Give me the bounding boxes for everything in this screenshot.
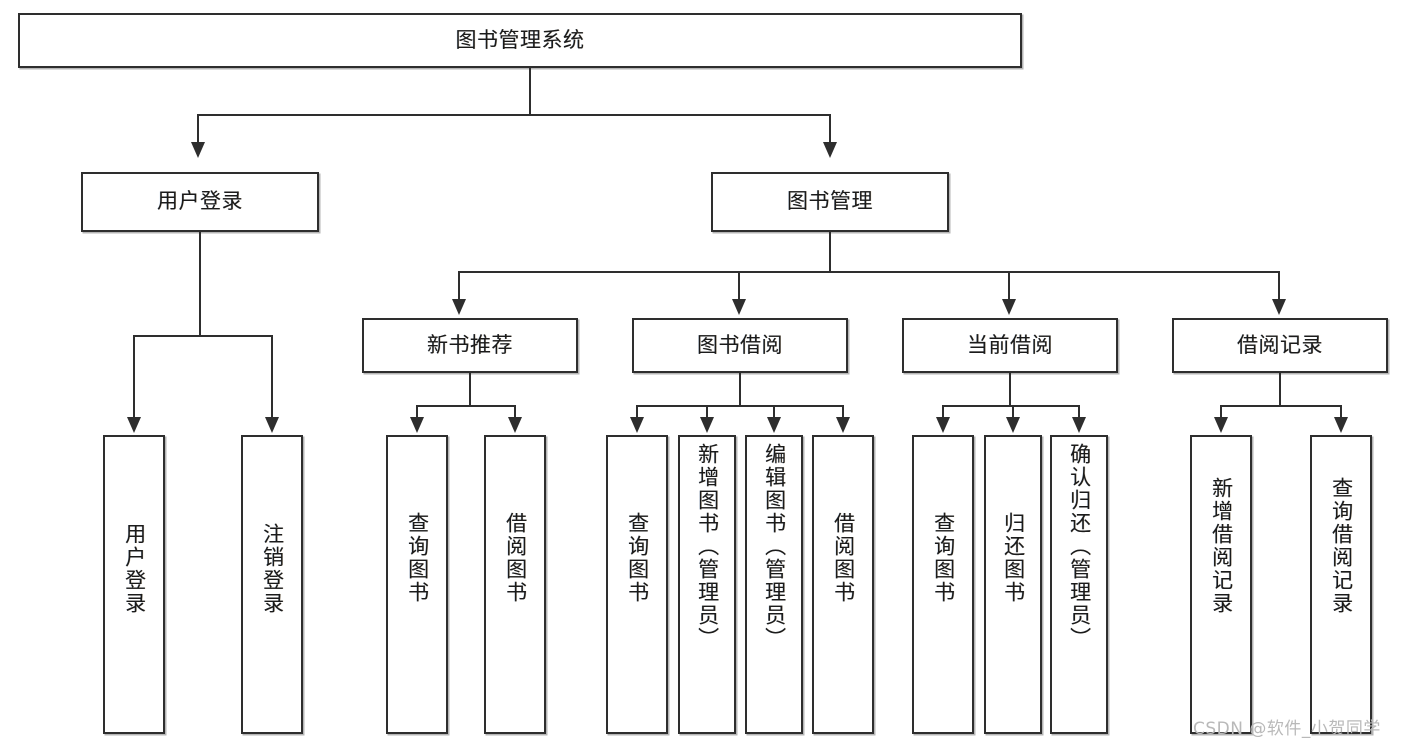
connector-root-stem <box>529 68 531 114</box>
arrow-book-borrow-leaf-3 <box>767 417 781 433</box>
leaf-query-book-borrow-label: 查询图书 <box>625 512 650 604</box>
connector-book-mgmt-branch-4 <box>1278 271 1280 301</box>
arrow-book-borrow-leaf-4 <box>836 417 850 433</box>
arrow-book-mgmt-to-records <box>1272 299 1286 315</box>
leaf-borrow-book-recommend-label: 借阅图书 <box>503 512 528 604</box>
leaf-query-borrow-record[interactable]: 查询借阅记录 <box>1310 435 1372 734</box>
leaf-return-book[interactable]: 归还图书 <box>984 435 1042 734</box>
connector-book-mgmt-branch-1 <box>458 271 460 301</box>
connector-book-borrow-bus <box>636 405 843 407</box>
connector-new-book-branch-1 <box>416 405 418 419</box>
node-borrow-records-label: 借阅记录 <box>1237 332 1323 357</box>
node-book-management-label: 图书管理 <box>787 189 873 214</box>
connector-book-borrow-branch-4 <box>842 405 844 419</box>
arrow-root-to-user-login <box>191 142 205 158</box>
arrow-book-borrow-leaf-1 <box>630 417 644 433</box>
leaf-query-book-recommend-label: 查询图书 <box>405 512 430 604</box>
arrow-root-to-book-mgmt <box>823 142 837 158</box>
leaf-query-book-recommend[interactable]: 查询图书 <box>386 435 448 734</box>
csdn-watermark: CSDN @软件_小贺同学 <box>1193 719 1381 739</box>
node-current-borrow-label: 当前借阅 <box>967 332 1053 357</box>
leaf-borrow-book-label: 借阅图书 <box>831 512 856 604</box>
connector-book-mgmt-branch-2 <box>738 271 740 301</box>
leaf-confirm-return-admin-label: 确认归还（管理员） <box>1067 443 1092 650</box>
node-current-borrow[interactable]: 当前借阅 <box>902 318 1118 373</box>
leaf-user-login-label: 用户登录 <box>122 523 147 615</box>
arrow-current-borrow-leaf-3 <box>1072 417 1086 433</box>
node-book-borrow-label: 图书借阅 <box>697 332 783 357</box>
connector-root-to-book-mgmt <box>829 114 831 144</box>
arrow-new-book-leaf-1 <box>410 417 424 433</box>
node-user-login-label: 用户登录 <box>157 189 243 214</box>
node-root-label: 图书管理系统 <box>455 27 585 52</box>
connector-book-borrow-stem <box>739 373 741 405</box>
connector-book-borrow-branch-1 <box>636 405 638 419</box>
connector-borrow-records-branch-2 <box>1340 405 1342 419</box>
connector-current-borrow-stem <box>1009 373 1011 405</box>
arrow-book-mgmt-to-new-book <box>452 299 466 315</box>
connector-borrow-records-branch-1 <box>1220 405 1222 419</box>
arrow-borrow-records-leaf-1 <box>1214 417 1228 433</box>
leaf-return-book-label: 归还图书 <box>1001 512 1026 604</box>
leaf-add-book-admin[interactable]: 新增图书（管理员） <box>678 435 736 734</box>
leaf-add-borrow-record-label: 新增借阅记录 <box>1209 477 1234 615</box>
connector-borrow-records-stem <box>1279 373 1281 405</box>
node-borrow-records[interactable]: 借阅记录 <box>1172 318 1388 373</box>
connector-user-login-bus <box>133 335 271 337</box>
connector-user-login-stem <box>199 232 201 335</box>
arrow-current-borrow-leaf-1 <box>936 417 950 433</box>
leaf-add-book-admin-label: 新增图书（管理员） <box>695 443 720 650</box>
connector-book-borrow-branch-2 <box>706 405 708 419</box>
connector-user-login-branch-1 <box>133 335 135 419</box>
leaf-edit-book-admin[interactable]: 编辑图书（管理员） <box>745 435 803 734</box>
leaf-borrow-book-recommend[interactable]: 借阅图书 <box>484 435 546 734</box>
leaf-edit-book-admin-label: 编辑图书（管理员） <box>762 443 787 650</box>
leaf-query-book-current-label: 查询图书 <box>931 512 956 604</box>
connector-current-borrow-branch-1 <box>942 405 944 419</box>
arrow-user-login-leaf-2 <box>265 417 279 433</box>
connector-book-mgmt-stem <box>829 232 831 271</box>
leaf-add-borrow-record[interactable]: 新增借阅记录 <box>1190 435 1252 734</box>
connector-book-mgmt-bus <box>458 271 1280 273</box>
connector-new-book-stem <box>469 373 471 405</box>
connector-book-mgmt-branch-3 <box>1008 271 1010 301</box>
leaf-query-book-borrow[interactable]: 查询图书 <box>606 435 668 734</box>
arrow-borrow-records-leaf-2 <box>1334 417 1348 433</box>
connector-root-bus <box>197 114 831 116</box>
leaf-query-book-current[interactable]: 查询图书 <box>912 435 974 734</box>
node-book-management[interactable]: 图书管理 <box>711 172 949 232</box>
node-new-book-recommend-label: 新书推荐 <box>427 332 513 357</box>
connector-current-borrow-branch-2 <box>1012 405 1014 419</box>
connector-new-book-bus <box>416 405 515 407</box>
leaf-logout[interactable]: 注销登录 <box>241 435 303 734</box>
leaf-logout-label: 注销登录 <box>260 523 285 615</box>
connector-current-borrow-branch-3 <box>1078 405 1080 419</box>
arrow-user-login-leaf-1 <box>127 417 141 433</box>
arrow-book-mgmt-to-current <box>1002 299 1016 315</box>
node-book-borrow[interactable]: 图书借阅 <box>632 318 848 373</box>
arrow-current-borrow-leaf-2 <box>1006 417 1020 433</box>
connector-new-book-branch-2 <box>514 405 516 419</box>
node-root[interactable]: 图书管理系统 <box>18 13 1022 68</box>
arrow-book-mgmt-to-borrow <box>732 299 746 315</box>
connector-user-login-branch-2 <box>271 335 273 419</box>
leaf-query-borrow-record-label: 查询借阅记录 <box>1329 477 1354 615</box>
leaf-user-login[interactable]: 用户登录 <box>103 435 165 734</box>
connector-current-borrow-bus <box>942 405 1079 407</box>
node-user-login[interactable]: 用户登录 <box>81 172 319 232</box>
leaf-confirm-return-admin[interactable]: 确认归还（管理员） <box>1050 435 1108 734</box>
node-new-book-recommend[interactable]: 新书推荐 <box>362 318 578 373</box>
connector-borrow-records-bus <box>1220 405 1341 407</box>
connector-book-borrow-branch-3 <box>773 405 775 419</box>
connector-root-to-user-login <box>197 114 199 144</box>
arrow-new-book-leaf-2 <box>508 417 522 433</box>
leaf-borrow-book[interactable]: 借阅图书 <box>812 435 874 734</box>
arrow-book-borrow-leaf-2 <box>700 417 714 433</box>
